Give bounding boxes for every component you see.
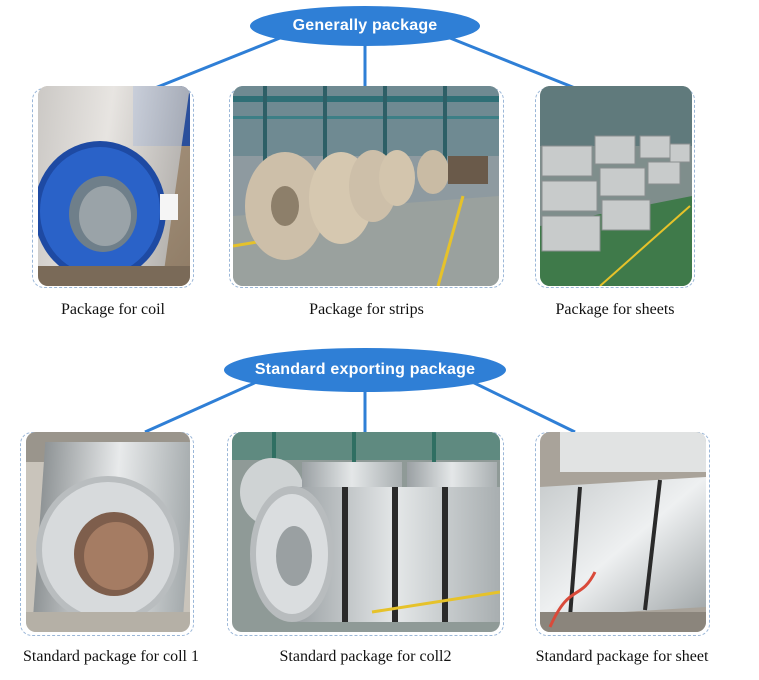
connector-lines xyxy=(154,32,576,90)
section-title: Generally package xyxy=(292,17,438,34)
item-caption: Standard package for coll2 xyxy=(279,648,452,665)
item-caption: Package for sheets xyxy=(555,301,675,318)
section-generally-package: Generally package Package for coil xyxy=(32,6,695,318)
item-caption: Package for coil xyxy=(61,301,165,318)
item-caption: Standard package for sheet xyxy=(535,648,709,665)
section-title-badge: Standard exporting package xyxy=(224,348,506,392)
item-caption: Package for strips xyxy=(309,301,424,318)
sheet-bundles-warehouse-photo xyxy=(540,86,692,286)
item-caption: Standard package for coll 1 xyxy=(23,648,199,665)
galvanized-coil-photo xyxy=(26,432,190,632)
strip-coils-warehouse-photo xyxy=(233,86,499,286)
section-title: Standard exporting package xyxy=(254,361,476,378)
connector-lines xyxy=(144,374,576,434)
section-title-badge: Generally package xyxy=(250,6,480,46)
section-standard-exporting-package: Standard exporting package Standard pack… xyxy=(0,340,759,680)
galvanized-coils-warehouse-photo xyxy=(232,432,500,632)
blue-wrapped-coil-photo xyxy=(38,86,190,286)
galvanized-sheet-stack-photo xyxy=(540,432,706,632)
